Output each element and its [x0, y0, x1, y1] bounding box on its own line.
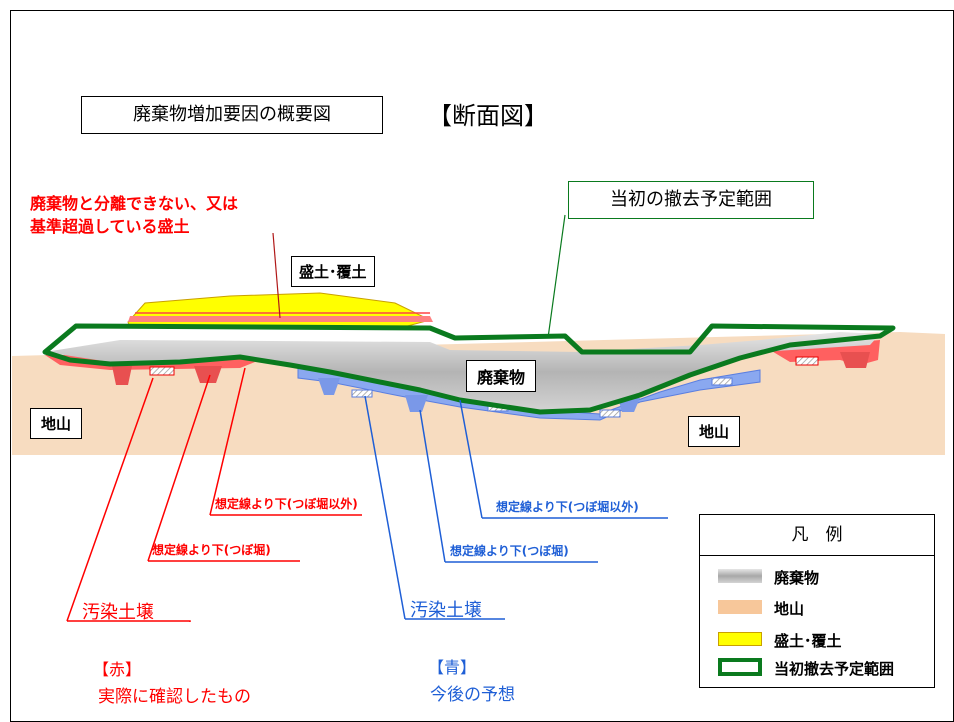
section-title: 【断面図】	[428, 102, 548, 130]
legend-swatch-fill	[718, 632, 762, 646]
legend-title: 凡 例	[700, 515, 934, 556]
blue-hatch-1	[351, 389, 373, 398]
legend-swatch-removal-range	[718, 658, 762, 676]
red-pit-1	[112, 366, 132, 385]
fill-mound-red-layer	[128, 316, 433, 322]
red-hatch-left	[149, 366, 175, 376]
green-callout-box: 当初の撤去予定範囲	[568, 181, 814, 219]
red-hatch-right	[795, 356, 819, 366]
blue-pit-label: 想定線より下(つぼ堀)	[450, 544, 569, 558]
blue-hatch-4	[711, 377, 733, 386]
waste-label: 廃棄物	[466, 360, 537, 392]
red-pit-right	[840, 352, 870, 368]
blue-pit-2	[405, 395, 428, 412]
legend-item-waste: 廃棄物	[700, 562, 934, 592]
ground-label-left: 地山	[30, 408, 83, 439]
blue-soil-label: 汚染土壌	[410, 600, 482, 621]
blue-pit-1	[318, 378, 340, 395]
red-note-text: 実際に確認したもの	[98, 687, 251, 707]
red-line-soil	[67, 620, 191, 622]
red-pit-2	[194, 366, 222, 383]
legend-label-removal-range: 当初撤去予定範囲	[774, 660, 895, 678]
blue-pit-other-label: 想定線より下(つぼ堀以外)	[496, 500, 639, 514]
green-callout-text: 当初の撤去予定範囲	[610, 189, 772, 210]
red-pit-other-label: 想定線より下(つぼ堀以外)	[215, 497, 358, 511]
legend-swatch-waste	[718, 569, 762, 583]
legend-item-removal-range: 当初撤去予定範囲	[700, 653, 934, 683]
fill-label: 盛土･覆土	[291, 256, 375, 287]
red-callout-line2: 基準超過している盛土	[30, 217, 190, 236]
red-soil-label: 汚染土壌	[82, 602, 154, 623]
red-note-bracket: 【赤】	[93, 660, 142, 679]
blue-note-bracket: 【青】	[428, 658, 477, 677]
title-box: 廃棄物増加要因の概要図	[81, 96, 383, 134]
title-text: 廃棄物増加要因の概要図	[133, 104, 331, 125]
legend-item-ground: 地山	[700, 593, 934, 623]
legend-label-ground: 地山	[774, 600, 805, 618]
removal-range-outline	[42, 323, 896, 415]
red-callout-line1: 廃棄物と分離できない、又は	[30, 194, 239, 213]
legend-label-fill: 盛土･覆土	[774, 632, 842, 650]
blue-note-text: 今後の予想	[430, 685, 515, 705]
legend-swatch-ground	[718, 600, 762, 614]
blue-hatch-3	[599, 409, 621, 418]
legend-label-waste: 廃棄物	[774, 569, 820, 587]
red-pit-label: 想定線より下(つぼ堀)	[152, 543, 271, 557]
legend-box: 凡 例 廃棄物 地山 盛土･覆土 当初撤去予定範囲	[699, 514, 935, 688]
legend-item-fill: 盛土･覆土	[700, 625, 934, 655]
ground-label-right: 地山	[688, 416, 741, 447]
